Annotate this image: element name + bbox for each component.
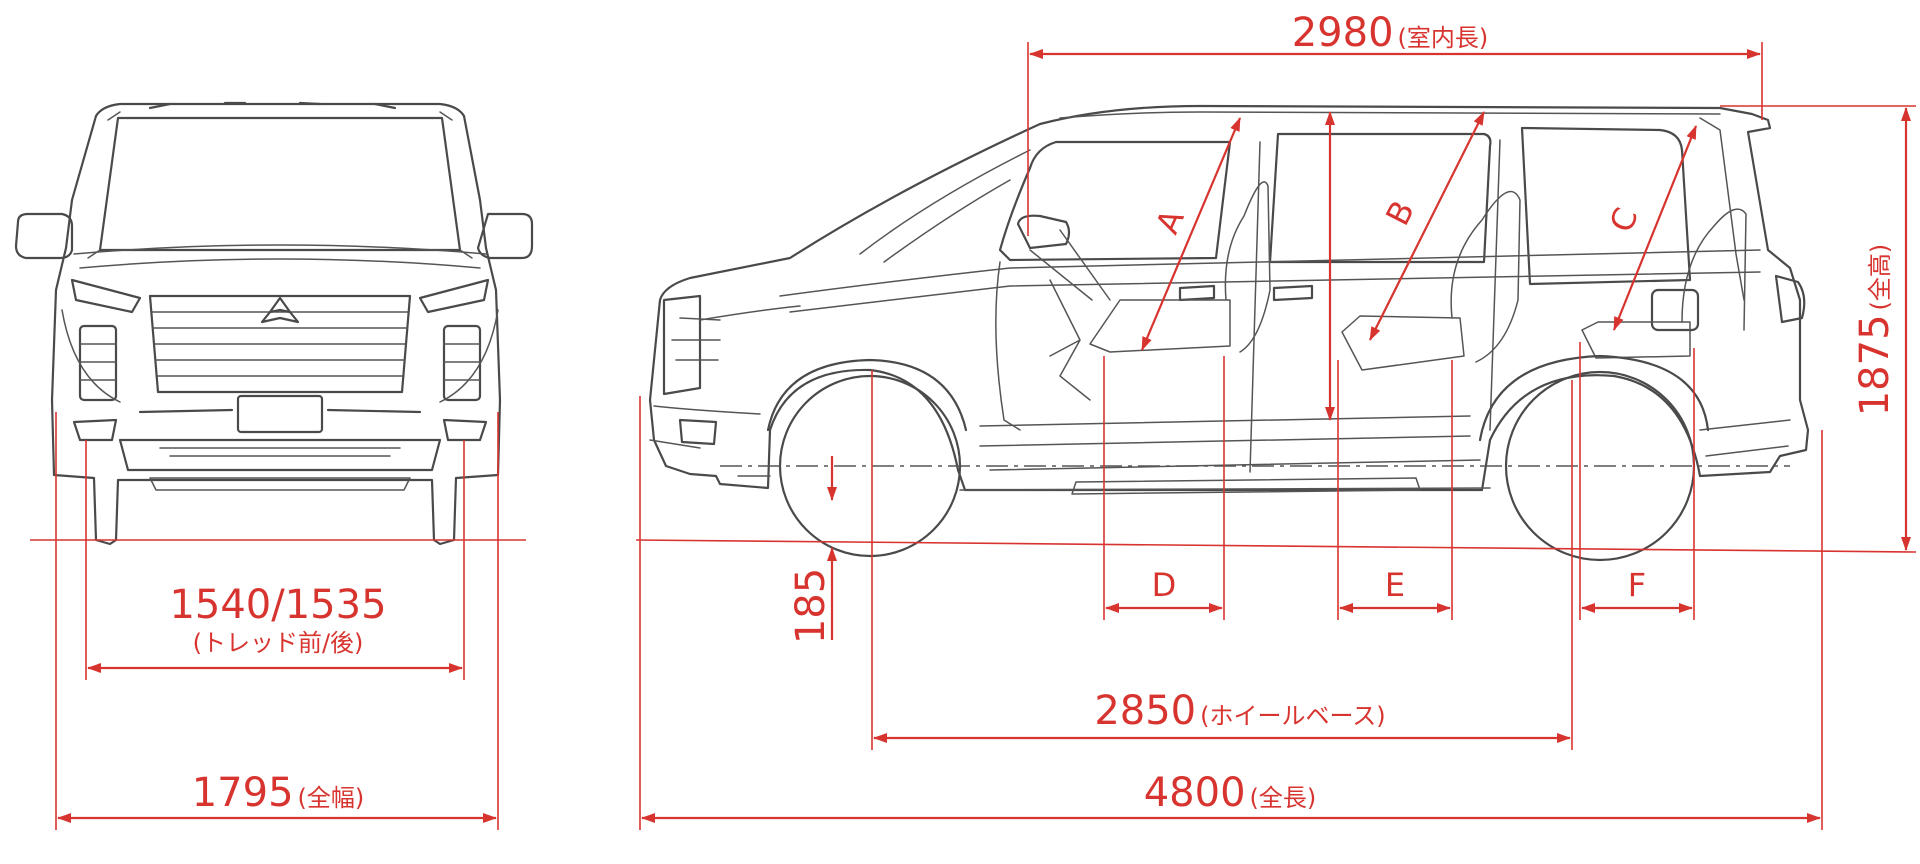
overall-width-value: 1795 [192, 770, 294, 816]
interior-label-c: C [1602, 202, 1646, 237]
overall-length-note: (全長) [1250, 784, 1317, 812]
overall-width-label: 1795(全幅) [192, 770, 365, 816]
overall-width-note: (全幅) [298, 784, 365, 812]
interior-label-f: F [1628, 566, 1646, 604]
interior-label-a: A [1148, 204, 1192, 240]
overall-length-label: 4800(全長) [1144, 770, 1317, 816]
svg-text:1875(全高): 1875 (全高) [1852, 244, 1898, 417]
interior-label-e: E [1385, 566, 1405, 604]
wheelbase-label: 2850(ホイールベース) [1094, 688, 1385, 734]
front-view-drawing [14, 101, 534, 546]
interior-length-label: 2980(室内長) [1292, 10, 1489, 56]
interior-length-value: 2980 [1292, 10, 1394, 56]
interior-length-note: (室内長) [1398, 24, 1489, 52]
tread-value: 1540/1535 [169, 582, 386, 628]
wheelbase-note: (ホイールベース) [1200, 702, 1386, 730]
overall-height-label: 1875 (全高) [1852, 244, 1898, 417]
ground-line [635, 539, 1917, 553]
side-view-drawing [648, 104, 1810, 562]
front-view-dimensions [30, 412, 526, 830]
overall-height-note: (全高) [1866, 244, 1894, 311]
interior-label-b: B [1378, 195, 1422, 232]
wheelbase-value: 2850 [1094, 688, 1196, 734]
tread-note: (トレッド前/後) [193, 629, 364, 657]
ground-clearance-label: 185 [788, 568, 834, 644]
interior-label-d: D [1152, 566, 1177, 604]
side-view-dimensions [639, 42, 1916, 830]
overall-length-value: 4800 [1144, 770, 1246, 816]
overall-height-value: 1875 [1852, 314, 1898, 416]
ground-clearance-value: 185 [788, 568, 834, 644]
